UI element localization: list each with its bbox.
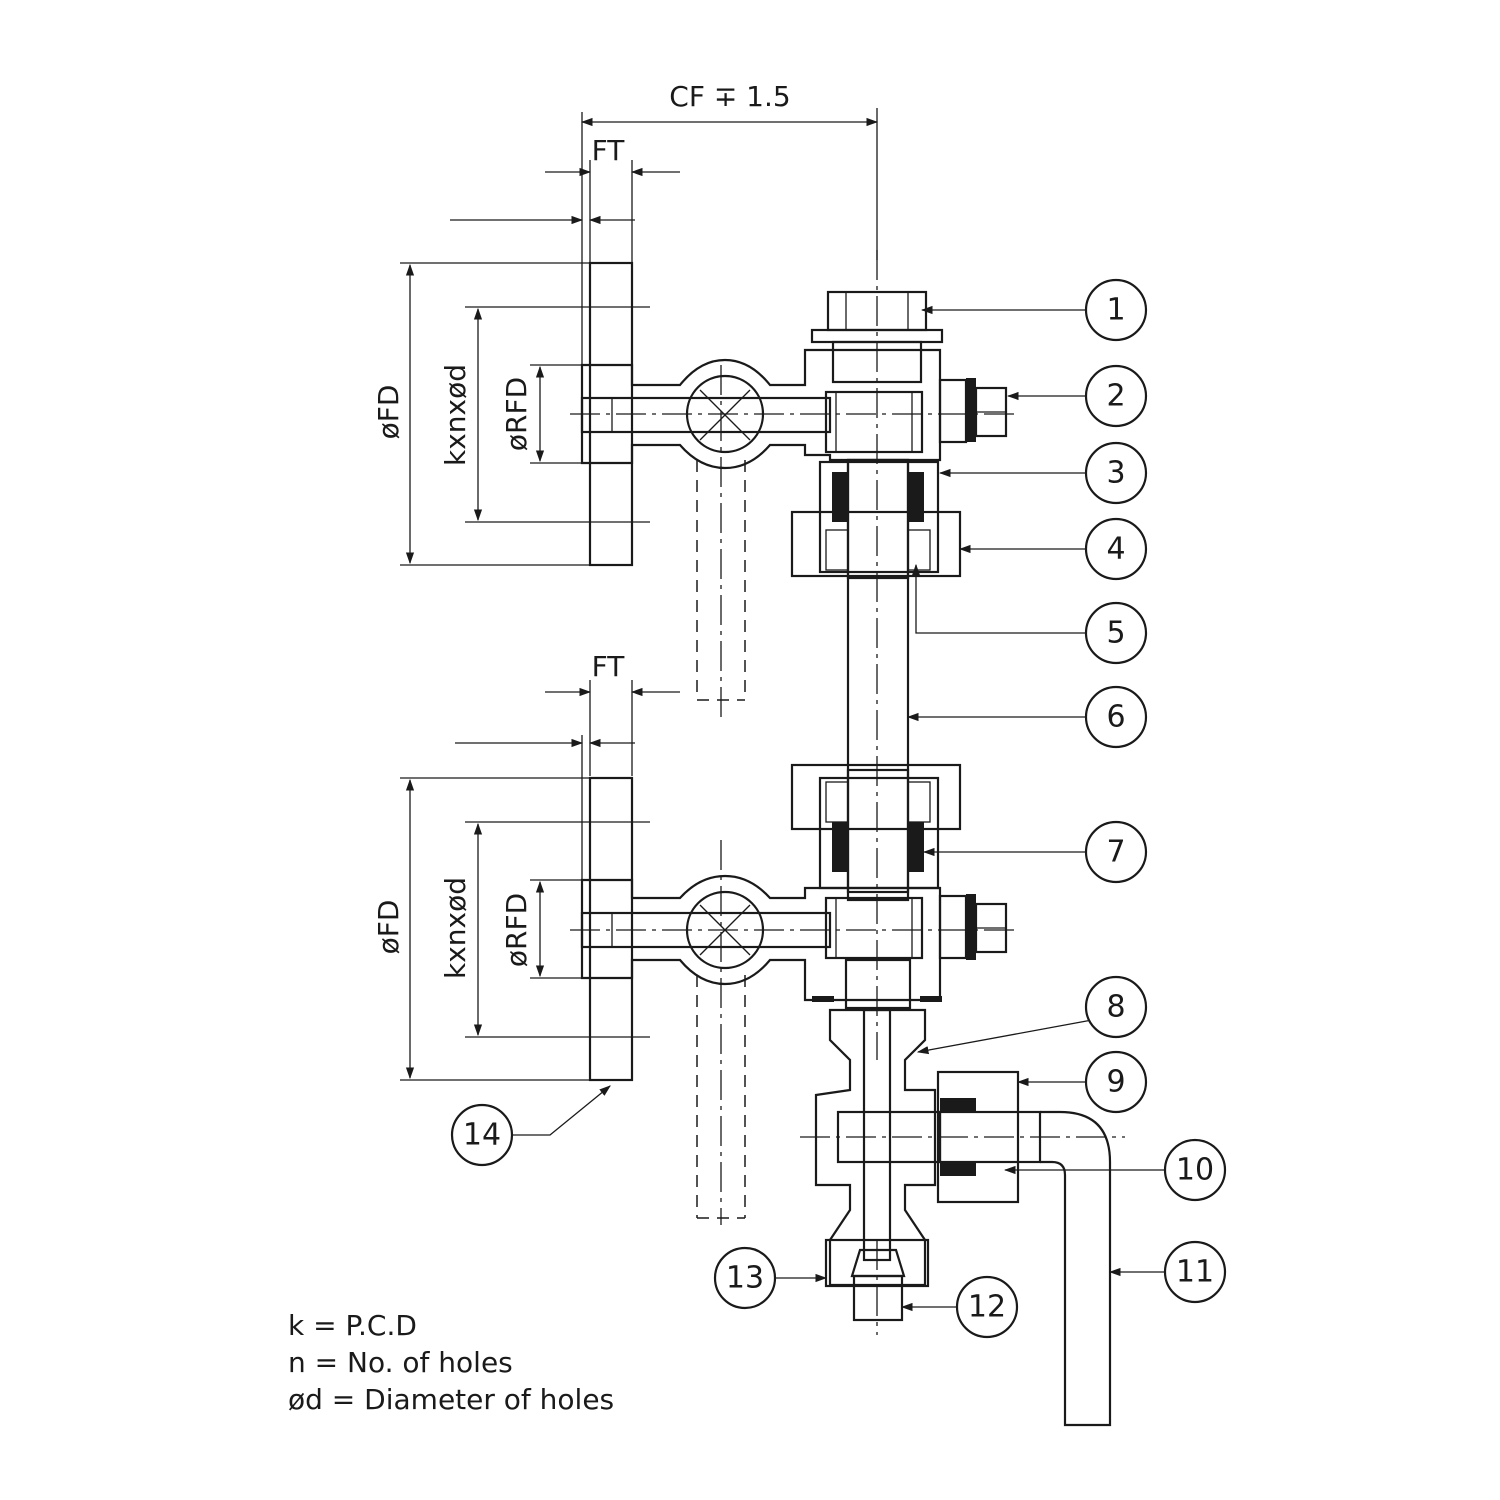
svg-text:4: 4 [1106, 532, 1125, 567]
balloon-7: 7 [1084, 820, 1148, 884]
svg-text:11: 11 [1176, 1255, 1214, 1290]
balloon-1: 1 [1084, 278, 1148, 342]
balloon-9: 9 [1084, 1050, 1148, 1114]
bottom-gland-nut [790, 763, 962, 831]
svg-text:13: 13 [726, 1261, 764, 1296]
legend-line-1: k = P.C.D [288, 1309, 417, 1342]
balloon-12: 12 [955, 1275, 1019, 1339]
top-packing-left [832, 472, 848, 522]
dim-rfd-top: øRFD [500, 377, 533, 451]
bottom-flange-plate [588, 776, 634, 1082]
bottom-flange-valve [580, 763, 1008, 1225]
legend-line-2: n = No. of holes [288, 1346, 513, 1379]
bottom-packing-left [832, 822, 848, 872]
dim-fd-top: øFD [372, 385, 405, 440]
top-gland-nut [790, 510, 962, 578]
svg-text:5: 5 [1106, 616, 1125, 651]
balloon-4: 4 [1084, 517, 1148, 581]
svg-text:2: 2 [1106, 379, 1125, 414]
top-valve-bore [580, 396, 832, 434]
balloon-8: 8 [1084, 975, 1148, 1039]
top-packing-right [908, 472, 924, 522]
top-valve-body [580, 348, 942, 470]
svg-text:6: 6 [1106, 700, 1125, 735]
dimensions: CF ∓ 1.5 FT øFD kxnxød øRFD FT [372, 80, 1020, 1081]
legend: k = P.C.D n = No. of holes ød = Diameter… [288, 1309, 614, 1416]
svg-text:12: 12 [968, 1290, 1006, 1325]
leader-lines [512, 305, 1165, 1312]
dim-kxnxd-top: kxnxød [439, 364, 472, 466]
legend-line-3: ød = Diameter of holes [288, 1383, 614, 1416]
balloon-3: 3 [1084, 441, 1148, 505]
balloon-6: 6 [1084, 685, 1148, 749]
balloon-14: 14 [450, 1103, 514, 1167]
bottom-valve-body [580, 874, 942, 1002]
top-gland-housing [818, 460, 940, 574]
drain-assembly [800, 1008, 1125, 1427]
svg-text:3: 3 [1106, 456, 1125, 491]
drain-pipe [1040, 1110, 1112, 1427]
dim-ft-top: FT [592, 134, 626, 167]
dim-kxnxd-bottom: kxnxød [439, 877, 472, 979]
balloon-13: 13 [713, 1246, 777, 1310]
balloon-5: 5 [1084, 601, 1148, 665]
drain-plug [852, 1274, 904, 1322]
svg-text:14: 14 [463, 1118, 501, 1153]
svg-text:7: 7 [1106, 835, 1125, 870]
balloon-11: 11 [1163, 1240, 1227, 1304]
balloon-2: 2 [1084, 364, 1148, 428]
bottom-packing-right [908, 822, 924, 872]
dim-ft-bottom: FT [592, 650, 626, 683]
tee-body [814, 1008, 937, 1287]
balloon-10: 10 [1163, 1138, 1227, 1202]
top-flange-valve [580, 261, 1008, 718]
svg-text:8: 8 [1106, 990, 1125, 1025]
dim-rfd-bottom: øRFD [500, 893, 533, 967]
svg-text:9: 9 [1106, 1065, 1125, 1100]
balloon-callouts: 1 2 3 4 5 6 7 8 9 10 11 12 13 14 [450, 278, 1227, 1339]
svg-text:10: 10 [1176, 1153, 1214, 1188]
dim-fd-bottom: øFD [372, 900, 405, 955]
dim-cf: CF ∓ 1.5 [669, 80, 790, 113]
gauge-glass-tube [846, 458, 910, 902]
svg-text:1: 1 [1106, 293, 1125, 328]
